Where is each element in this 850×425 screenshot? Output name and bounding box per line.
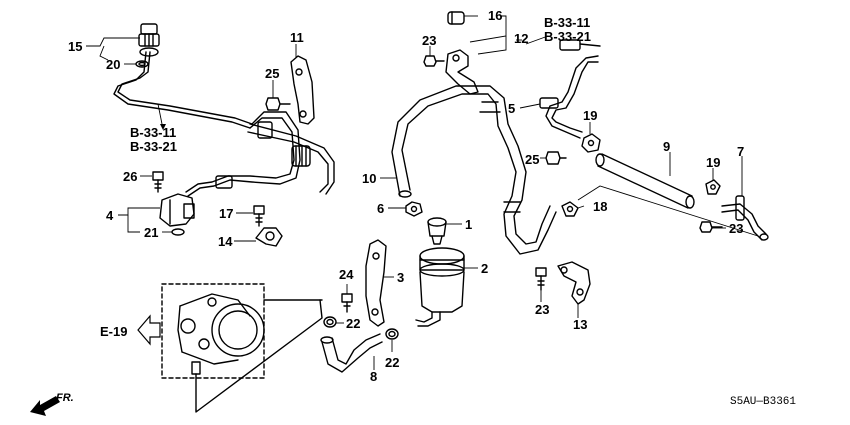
callout-21: 21 bbox=[144, 225, 159, 240]
callout-6: 6 bbox=[377, 201, 385, 216]
suction-hose bbox=[320, 333, 383, 373]
reference-right-2: B-33-21 bbox=[544, 28, 591, 44]
callout-17: 17 bbox=[219, 206, 234, 221]
diagram-code: S5AU—B3361 bbox=[730, 396, 797, 408]
reference-left-1: B-33-11 bbox=[130, 125, 177, 140]
callout-24: 24 bbox=[339, 267, 354, 282]
callout-3: 3 bbox=[397, 270, 405, 285]
callout-16: 16 bbox=[488, 8, 503, 23]
callout-19-b: 19 bbox=[706, 155, 721, 170]
union-fitting bbox=[138, 23, 160, 57]
e19-reference-label: E-19 bbox=[100, 324, 128, 339]
high-pressure-line bbox=[113, 51, 335, 197]
bracket-11 bbox=[290, 55, 315, 125]
callout-1: 1 bbox=[465, 217, 473, 232]
callout-12: 12 bbox=[514, 31, 529, 46]
callout-9: 9 bbox=[663, 139, 671, 154]
callout-23-top: 23 bbox=[422, 33, 437, 48]
front-direction-arrow-icon bbox=[30, 396, 60, 416]
callout-4: 4 bbox=[106, 208, 114, 223]
e19-reference-arrow-icon bbox=[137, 314, 161, 346]
callout-23-right: 23 bbox=[729, 221, 744, 236]
feed-pipe bbox=[539, 39, 601, 139]
callout-11: 11 bbox=[290, 30, 304, 45]
cushion-16 bbox=[447, 11, 465, 25]
reservoir bbox=[415, 247, 465, 327]
bracket-12 bbox=[445, 49, 479, 95]
callout-13: 13 bbox=[573, 317, 588, 332]
bolt-25-right bbox=[545, 151, 567, 165]
reference-right-1: B-33-11 bbox=[544, 15, 591, 30]
callout-20: 20 bbox=[106, 57, 121, 72]
reference-right: B-33-11 B-33-21 bbox=[544, 16, 591, 43]
reservoir-bracket bbox=[365, 239, 387, 327]
clamp-14 bbox=[255, 227, 283, 247]
bolt-23-top bbox=[423, 55, 445, 67]
callout-25-right: 25 bbox=[525, 152, 540, 167]
callout-10: 10 bbox=[362, 171, 377, 186]
bolt-26 bbox=[152, 171, 164, 193]
front-label: FR. bbox=[56, 392, 74, 404]
power-steering-pump bbox=[177, 293, 265, 411]
callout-25-left: 25 bbox=[265, 66, 280, 81]
clamp-6 bbox=[405, 201, 423, 217]
callout-14: 14 bbox=[218, 234, 233, 249]
callout-15: 15 bbox=[68, 39, 83, 54]
callout-26: 26 bbox=[123, 169, 138, 184]
callout-22-right: 22 bbox=[385, 355, 400, 370]
reference-left-2: B-33-21 bbox=[130, 138, 177, 154]
clamp-18 bbox=[561, 201, 579, 217]
bolt-17 bbox=[253, 205, 265, 227]
clamp-19b bbox=[705, 179, 721, 195]
callout-23-bottom: 23 bbox=[535, 302, 550, 317]
bolt-23-right bbox=[699, 221, 723, 233]
bolt-25-left bbox=[265, 97, 291, 111]
reservoir-cap bbox=[427, 217, 447, 245]
pipe-7 bbox=[721, 195, 769, 241]
callout-8: 8 bbox=[370, 369, 378, 384]
callout-5: 5 bbox=[508, 101, 516, 116]
clamp-19a bbox=[581, 133, 601, 153]
pressure-switch bbox=[159, 193, 195, 227]
callout-19-a: 19 bbox=[583, 108, 598, 123]
callout-18: 18 bbox=[593, 199, 608, 214]
bolt-24 bbox=[341, 293, 353, 313]
reference-left: B-33-11 B-33-21 bbox=[130, 126, 177, 153]
return-hose bbox=[391, 85, 557, 255]
callout-22-left: 22 bbox=[346, 316, 361, 331]
callout-2: 2 bbox=[481, 261, 489, 276]
hose-9 bbox=[595, 153, 695, 209]
bracket-13 bbox=[557, 261, 591, 305]
callout-7: 7 bbox=[737, 144, 745, 159]
bolt-23-bottom bbox=[535, 267, 547, 291]
